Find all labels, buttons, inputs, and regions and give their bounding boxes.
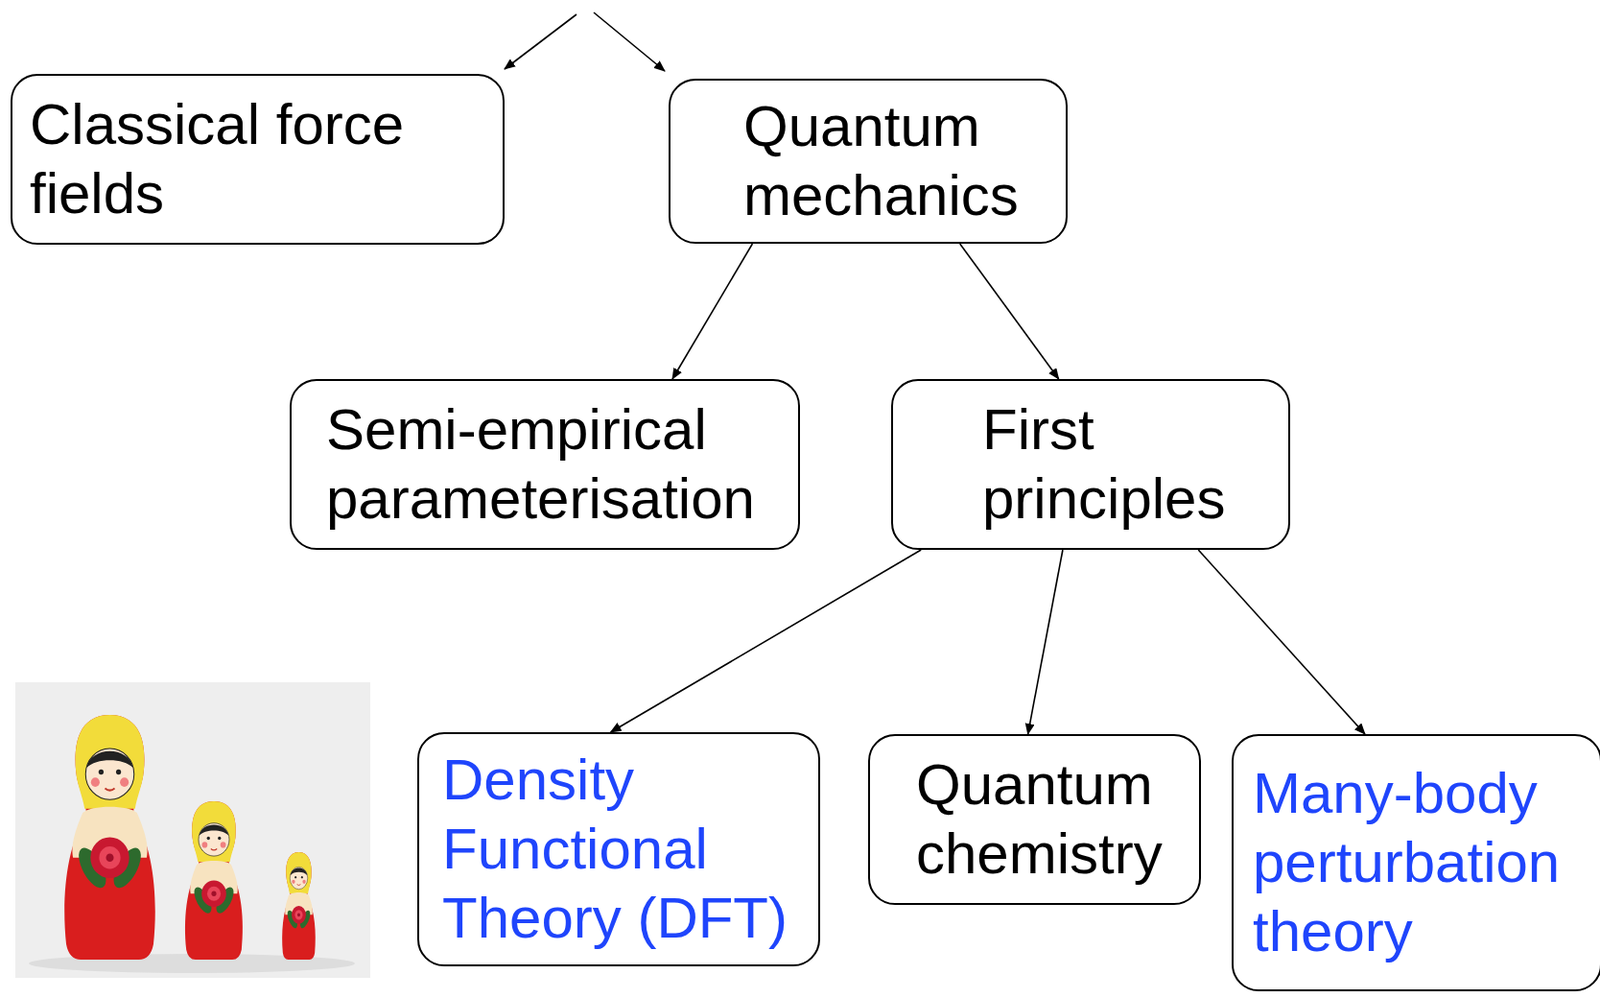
arrow-connector <box>1198 549 1365 734</box>
box-label: First principles <box>982 395 1261 534</box>
box-label: Many-body perturbation theory <box>1252 758 1589 966</box>
arrow-connector <box>672 243 753 379</box>
arrow-connector <box>611 549 922 732</box>
matryoshka-photo <box>15 682 371 978</box>
arrow-connector <box>960 243 1059 379</box>
arrow-connector <box>1028 549 1063 734</box>
method-box: Many-body perturbation theory <box>1231 733 1600 991</box>
method-box: Classical force fields <box>10 73 505 245</box>
top-arrow <box>593 12 665 71</box>
method-box: Density Functional Theory (DFT) <box>417 731 821 966</box>
box-label: Density Functional Theory (DFT) <box>442 745 807 953</box>
box-label: Quantum mechanics <box>743 92 1051 231</box>
box-label: Quantum chemistry <box>916 750 1195 889</box>
method-box: First principles <box>891 378 1291 550</box>
box-label: Semi-empirical parameterisation <box>326 395 797 534</box>
method-box: Quantum mechanics <box>668 78 1068 244</box>
top-arrow <box>504 14 577 70</box>
method-box: Quantum chemistry <box>868 733 1201 905</box>
method-box: Semi-empirical parameterisation <box>289 378 800 550</box>
box-label: Classical force fields <box>29 90 443 229</box>
